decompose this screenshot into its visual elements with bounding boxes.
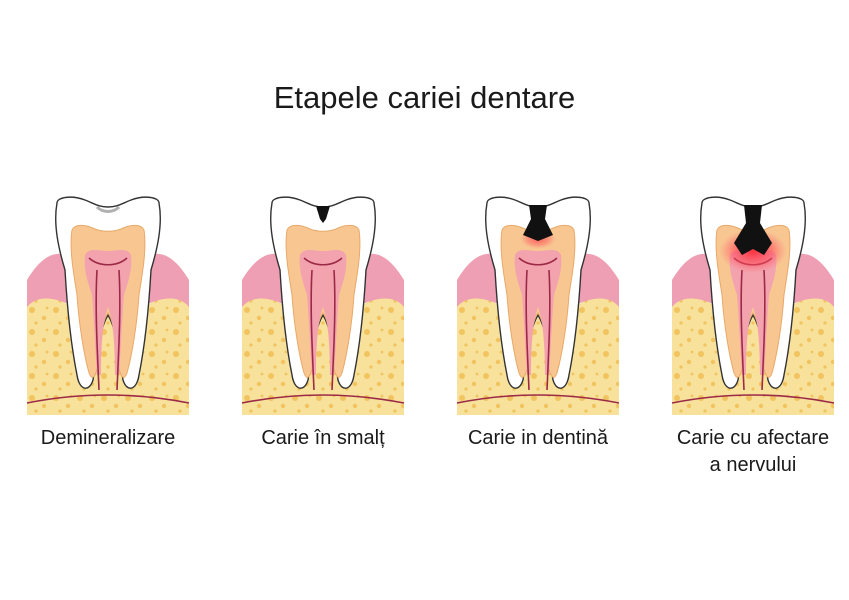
page-title: Etapele cariei dentare — [273, 80, 576, 115]
stage-label: Demineralizare — [40, 427, 176, 449]
stage-label: Carie cu afectare a nervului — [676, 427, 830, 476]
dentin-cavity — [523, 205, 553, 241]
tooth-illustration — [26, 196, 190, 416]
tooth-illustration — [671, 196, 835, 416]
stage-dentin-caries: Carie in dentină — [452, 195, 624, 480]
deep-cavity — [734, 205, 772, 255]
demineralized-spot — [95, 205, 121, 213]
stage-enamel-caries: Carie în smalț — [237, 195, 409, 480]
stage-label: Carie in dentină — [467, 427, 609, 449]
stage-nerve-caries: Carie cu afectare a nervului — [667, 195, 839, 480]
stage-label: Carie în smalț — [261, 427, 385, 449]
enamel-cavity — [316, 206, 330, 223]
stage-demineralization: Demineralizare — [22, 195, 194, 480]
tooth-illustration — [241, 196, 405, 416]
tooth-illustration — [456, 196, 620, 416]
